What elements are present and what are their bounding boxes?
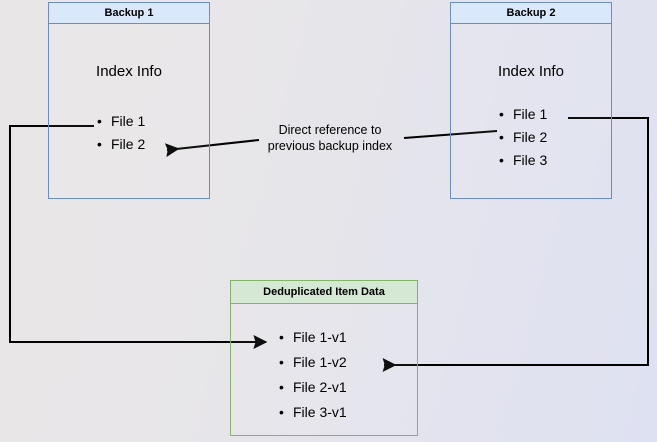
node-backup-2[interactable]: Backup 2 Index Info File 1 File 2 File 3 — [450, 2, 612, 199]
backup-1-header: Backup 1 — [48, 2, 210, 24]
list-item: File 3 — [499, 149, 547, 172]
list-item: File 1 — [97, 110, 145, 133]
list-item: File 3-v1 — [279, 400, 347, 425]
list-item: File 1-v1 — [279, 325, 347, 350]
node-deduplicated-item-data[interactable]: Deduplicated Item Data File 1-v1 File 1-… — [230, 280, 418, 436]
dedup-header: Deduplicated Item Data — [230, 280, 418, 304]
list-item: File 2 — [499, 126, 547, 149]
backup-2-index-info-label: Index Info — [498, 63, 564, 80]
list-item: File 2 — [97, 133, 145, 156]
backup-1-index-info-label: Index Info — [96, 63, 162, 80]
node-backup-1[interactable]: Backup 1 Index Info File 1 File 2 — [48, 2, 210, 199]
list-item: File 2-v1 — [279, 375, 347, 400]
backup-1-file-list: File 1 File 2 — [97, 110, 145, 156]
backup-2-body: Index Info File 1 File 2 File 3 — [450, 24, 612, 199]
dedup-file-list: File 1-v1 File 1-v2 File 2-v1 File 3-v1 — [279, 325, 347, 425]
list-item: File 1 — [499, 103, 547, 126]
backup-2-header: Backup 2 — [450, 2, 612, 24]
edge-label-direct-reference: Direct reference to previous backup inde… — [267, 123, 393, 153]
backup-1-body: Index Info File 1 File 2 — [48, 24, 210, 199]
backup-2-file-list: File 1 File 2 File 3 — [499, 103, 547, 172]
dedup-body: File 1-v1 File 1-v2 File 2-v1 File 3-v1 — [230, 304, 418, 436]
list-item: File 1-v2 — [279, 350, 347, 375]
